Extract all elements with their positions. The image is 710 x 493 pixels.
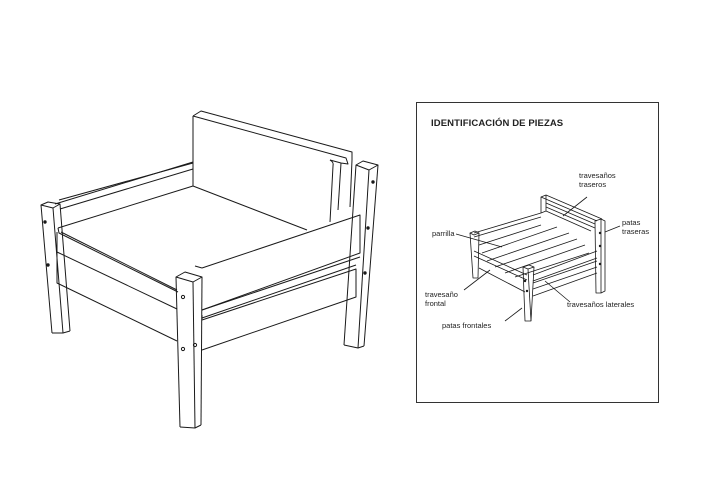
seat-cushion (57, 185, 308, 293)
leader-parrilla (455, 233, 503, 248)
label-travesanos-laterales: travesaños laterales (567, 300, 635, 309)
leader-travesano-frontal (463, 269, 491, 291)
right-side-rails (194, 214, 361, 351)
right-front-leg (175, 271, 203, 429)
leader-travesanos-traseros (562, 196, 588, 217)
panel-title: IDENTIFICACIÓN DE PIEZAS (431, 118, 564, 129)
leader-travesanos-laterales (544, 280, 571, 303)
leader-patas-frontales (504, 307, 523, 322)
leader-patas-traseras (604, 225, 621, 233)
frame-illustration (455, 194, 621, 322)
label-patas-traseras: patas traseras (622, 218, 650, 236)
parts-identification-panel: IDENTIFICACIÓN DE PIEZAS (416, 102, 659, 403)
left-back-rail (54, 161, 194, 210)
label-travesanos-traseros: travesaños traseros (579, 171, 616, 189)
label-patas-frontales: patas frontales (442, 321, 492, 330)
right-rear-leg (343, 160, 379, 349)
armchair-illustration (40, 110, 379, 429)
label-travesano-frontal: travesaño frontal (425, 290, 458, 308)
label-parrilla: parrilla (432, 229, 455, 238)
front-rail (56, 232, 178, 342)
left-front-leg (40, 201, 71, 334)
back-cushion (192, 110, 353, 223)
